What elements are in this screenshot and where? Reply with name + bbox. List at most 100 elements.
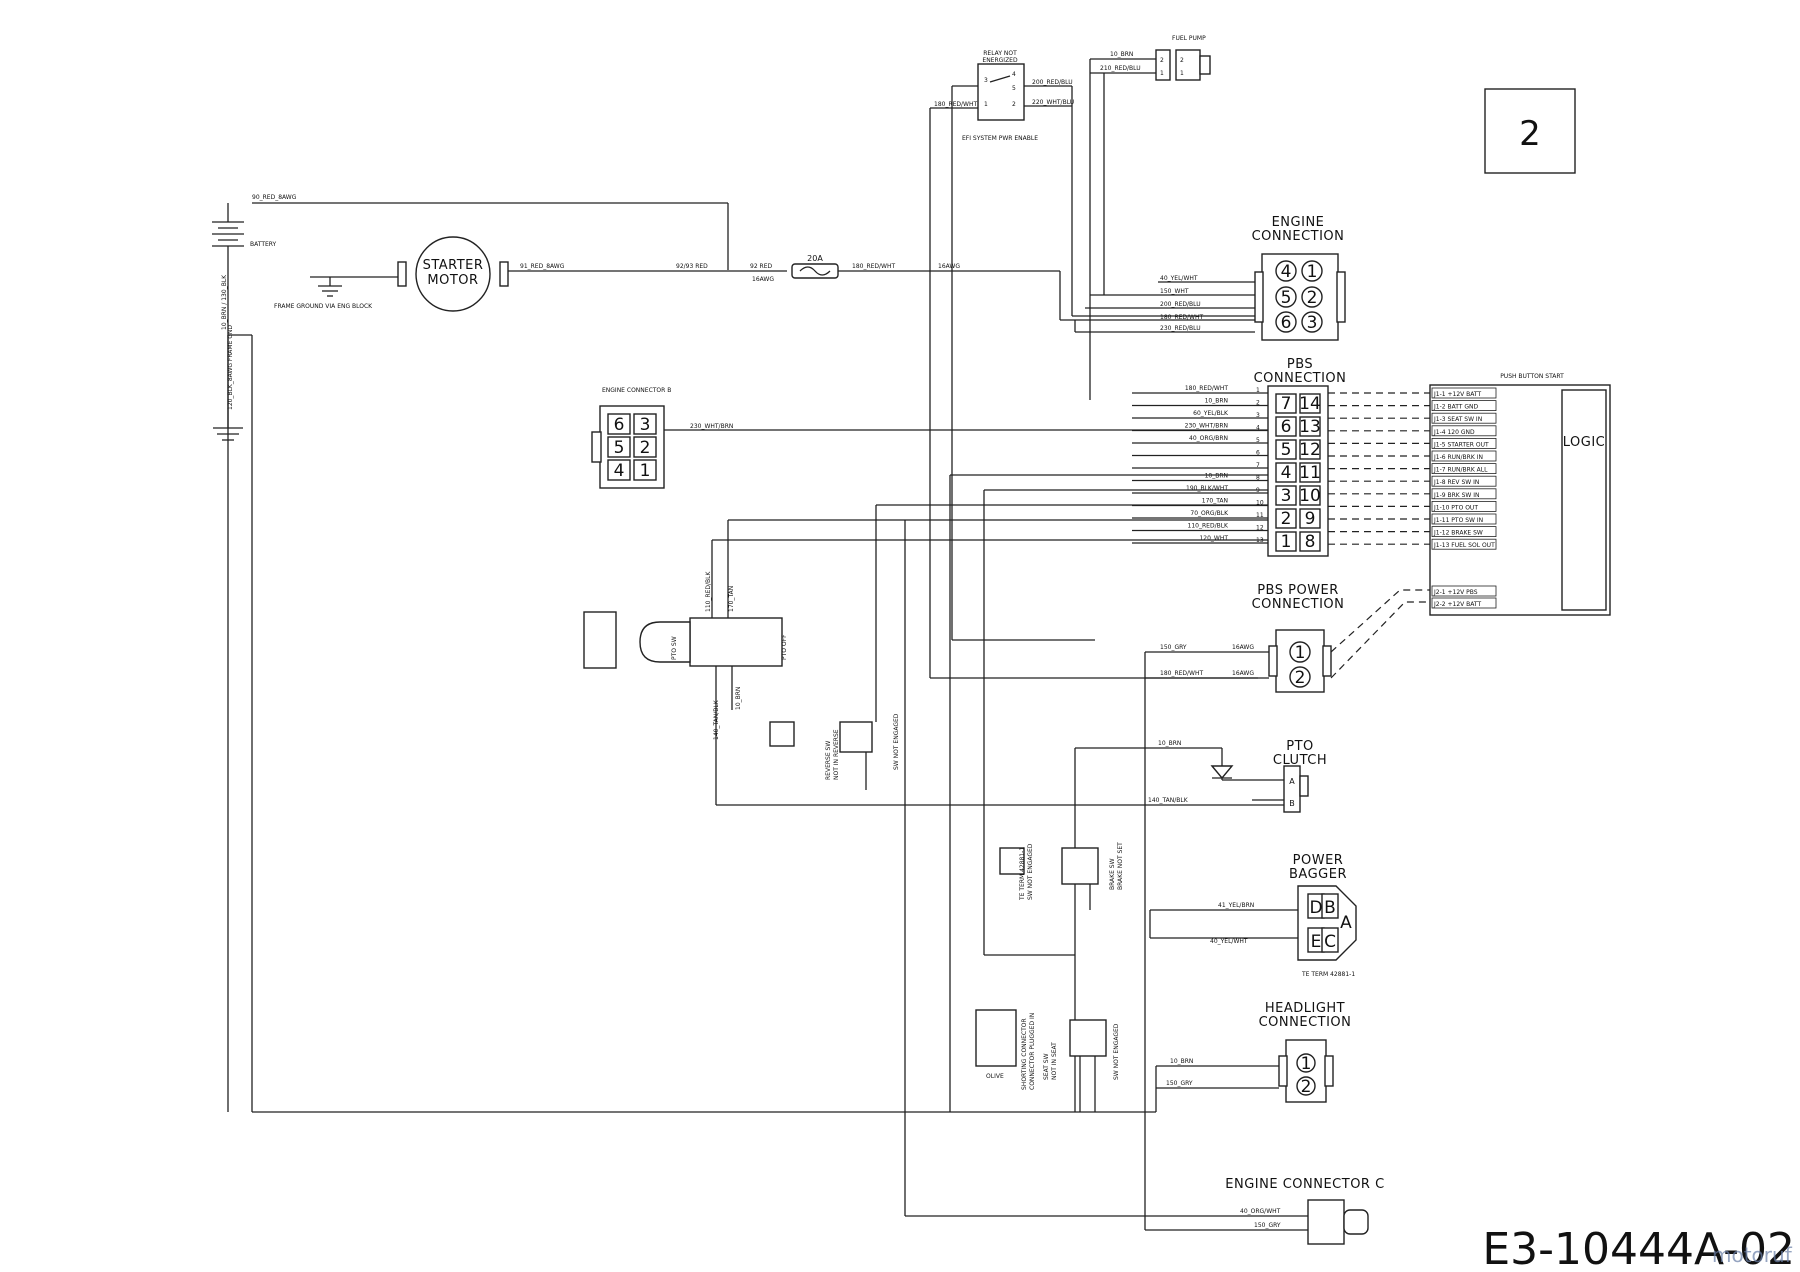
logic-row-label: J1-8 REV SW IN [1433,479,1479,486]
pbs-pin-number: 13 [1299,417,1321,437]
engine-connection-title: CONNECTION [1252,229,1345,244]
pbs-pin [1299,462,1321,483]
logic-row-label: J1-13 FUEL SOL OUT [1433,542,1495,549]
wire-label: 16AWG [1232,644,1254,651]
pbs-connection-title: CONNECTION [1254,371,1347,386]
svg-text:1: 1 [640,461,651,481]
bagger-term-label: TE TERM 42881-1 [1301,971,1355,978]
pbs-wire-index: 7 [1256,462,1260,469]
pbs-pin [1275,462,1297,483]
pbs-pin-number: 5 [1281,440,1292,460]
svg-text:1: 1 [984,101,988,108]
logic-row [1431,500,1497,512]
page-number-box: 2 [1484,88,1576,174]
wire-label: 230_WHT/BRN [690,423,733,430]
seat-sw-label: NOT IN SEAT [1051,1042,1058,1080]
pbs-power-title: CONNECTION [1252,597,1345,612]
fuel-pump-label: FUEL PUMP [1172,35,1206,42]
fuse-20a: 20A 180_RED/WHT 16AWG [791,254,1258,321]
svg-text:1: 1 [1301,1054,1312,1074]
wire-label: 92/93 RED [676,263,708,270]
logic-row-label: J1-9 BRK SW IN [1433,492,1480,499]
pbs-pin-number: 3 [1281,486,1292,506]
engine-connector-b: ENGINE CONNECTOR B 6 3 5 2 4 1 230_WHT/B… [591,387,1268,489]
logic-row [1431,463,1497,475]
pbs-pin-number: 1 [1281,532,1292,552]
pbs-wire-index: 8 [1256,475,1260,482]
logic-row [1431,597,1497,609]
seat-switch: OLIVE SHORTING CONNECTOR CONNECTOR PLUGG… [949,474,1268,1112]
seat-sw-label: SW NOT ENGAGED [1113,1023,1120,1080]
pto-switch: PTO SW PTO OFF 110_RED/BLK 170_TAN 140_T… [583,519,1290,806]
logic-row-label: J1-5 STARTER OUT [1433,441,1489,448]
logic-row-label: J2-2 +12V BATT [1433,601,1481,608]
logic-label: LOGIC [1563,435,1606,450]
pto-off-label: PTO OFF [781,634,788,660]
relay-label: RELAY NOT [983,50,1017,57]
svg-text:A: A [1340,913,1352,933]
pbs-pin [1299,508,1321,529]
svg-text:6: 6 [1281,313,1292,333]
svg-text:1: 1 [1307,262,1318,282]
brake-sw-label: BRAKE SW [1109,858,1116,890]
pbs-pin-number: 2 [1281,509,1292,529]
engine-connector-b-label: ENGINE CONNECTOR B [602,387,671,394]
svg-text:5: 5 [1012,85,1016,92]
brake-sw-label: TE TERM 42881-1 [1019,847,1026,901]
pbs-pin-number: 14 [1299,394,1321,414]
svg-text:2: 2 [1160,57,1164,64]
wire-label: 220_WHT/BLU [1032,99,1074,106]
logic-row-label: J1-7 RUN/BRK ALL [1433,467,1488,474]
pbs-wire-index: 3 [1256,412,1260,419]
logic-row-label: J1-1 +12V BATT [1433,391,1481,398]
headlight-connection: HEADLIGHT CONNECTION 1 2 10_BRN 150_GRY [1155,1001,1351,1112]
svg-text:2: 2 [1307,288,1318,308]
pbs-power-connection: PBS POWER CONNECTION 1 2 150_GRY 180_RED… [1144,583,1430,1090]
seat-sw-label: CONNECTOR PLUGGED IN [1029,1013,1036,1090]
starter-label: MOTOR [427,273,478,288]
starter-motor: STARTER MOTOR FRAME GROUND VIA ENG BLOCK… [274,236,787,312]
wire-label: 16AWG [752,276,774,283]
wire-label: 70_ORG/BLK [1190,510,1229,517]
logic-row-label: J1-3 SEAT SW IN [1433,416,1482,423]
fuel-pump: 2 1 2 1 FUEL PUMP 10_BRN 210_RED/BLU [1089,35,1211,400]
svg-text:4: 4 [1012,71,1016,78]
svg-text:4: 4 [614,461,625,481]
wire-label: 230_WHT/BRN [1185,423,1228,430]
wire-label: 210_RED/BLU [1100,65,1141,72]
pbs-pin-number: 8 [1305,532,1316,552]
relay-pin: 3 [984,77,988,84]
svg-text:5: 5 [614,438,625,458]
pbs-pin-number: 7 [1281,394,1292,414]
pbs-pin-number: 9 [1305,509,1316,529]
push-button-start-module: PUSH BUTTON START LOGIC J1-1 +12V BATTJ1… [1328,373,1611,616]
pbs-pin-number: 6 [1281,417,1292,437]
brake-sw-label: BRAKE NOT SET [1117,842,1124,890]
logic-row [1431,488,1497,500]
svg-text:3: 3 [640,415,651,435]
svg-text:2: 2 [1295,668,1306,688]
pbs-pin [1275,416,1297,437]
pbs-pin-number: 10 [1299,486,1321,506]
pbs-wire-index: 4 [1256,425,1260,432]
logic-row-label: J1-10 PTO OUT [1433,504,1478,511]
pbs-wire-index: 2 [1256,400,1260,407]
pbs-pin-number: 12 [1299,440,1321,460]
watermark: motoruf [1712,1243,1793,1267]
relay-caption: EFI SYSTEM PWR ENABLE [962,135,1038,142]
wire-label: 150_GRY [1166,1080,1193,1087]
pto-sw-label: PTO SW [671,636,678,660]
wire-label: 180_RED/WHT [852,263,895,270]
wire-label: 41_YEL/BRN [1218,902,1254,909]
logic-row [1431,475,1497,487]
wire-label: 10_BRN [735,687,742,710]
svg-text:D: D [1309,898,1322,918]
svg-text:1: 1 [1160,70,1164,77]
svg-text:5: 5 [1281,288,1292,308]
battery-label: BATTERY [250,241,277,248]
wire-label: 16AWG [938,263,960,270]
wire-label: 200_RED/BLU [1160,301,1201,308]
pbs-wire-index: 5 [1256,437,1260,444]
efi-relay: RELAY NOT ENERGIZED 3 4 5 1 2 EFI SYSTEM… [929,50,1258,679]
